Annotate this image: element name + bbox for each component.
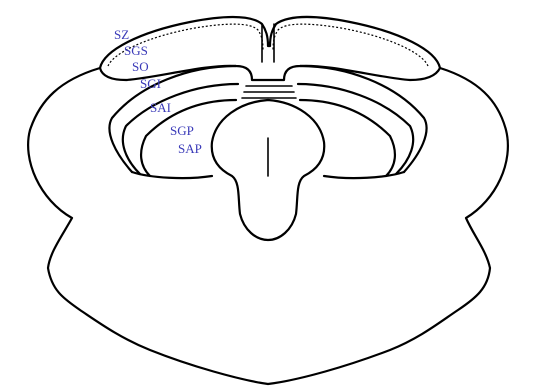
right-layer-arc-2 [298,84,413,174]
label-sgi: SGI [140,76,161,91]
right-layer-arc-3 [300,100,395,176]
label-sz: SZ [114,27,129,42]
colliculus-outer-border [100,17,440,80]
left-layer-arc-1 [109,66,236,172]
inner-base-left [132,172,212,178]
right-layer-arc-1 [300,66,427,172]
midline-bands [242,86,296,98]
section-outline [28,68,508,384]
label-sai: SAI [150,100,171,115]
label-sgs: SGS [124,43,148,58]
label-sgp: SGP [170,123,194,138]
label-sap: SAP [178,141,202,156]
zonal-layer-right [273,24,428,66]
label-so: SO [132,59,149,74]
inner-base-right [324,172,404,178]
